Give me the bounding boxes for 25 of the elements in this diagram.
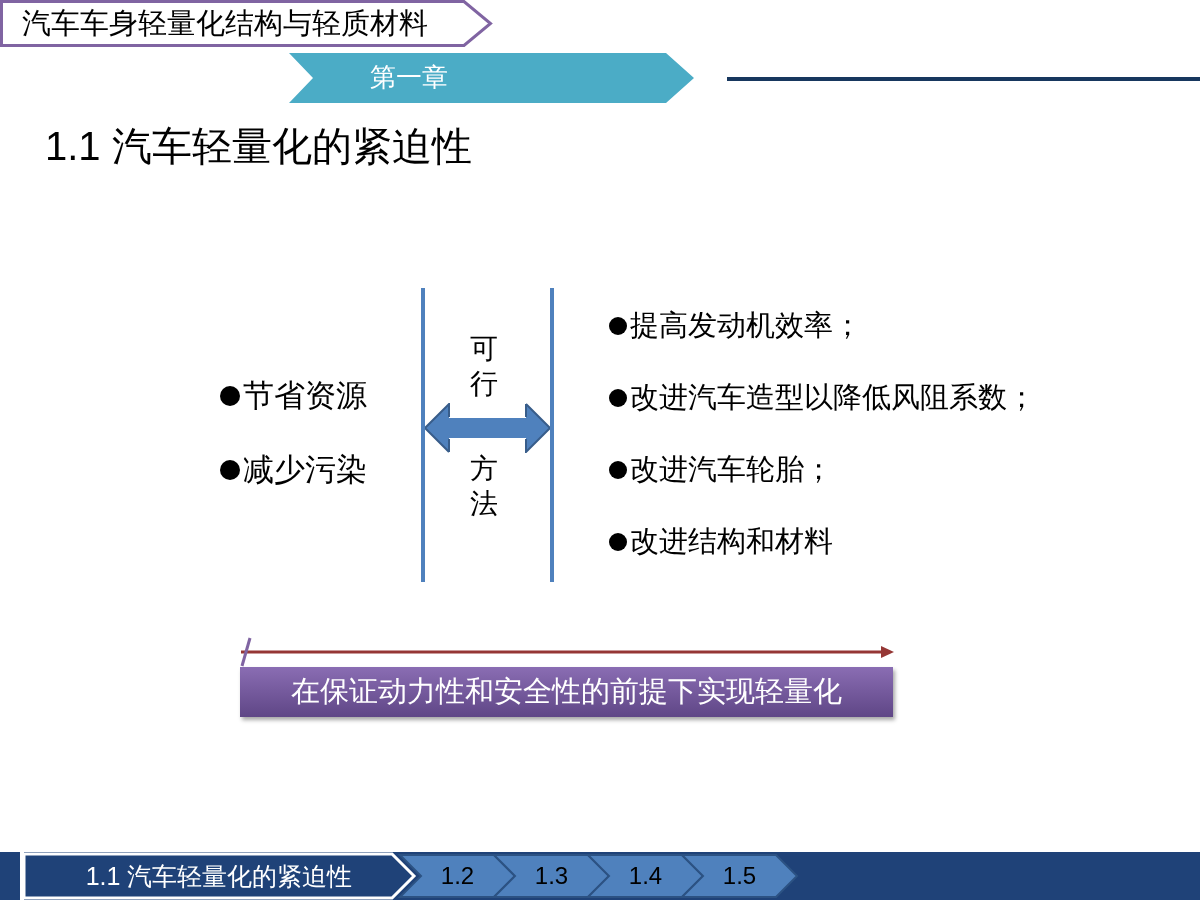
chapter-banner (289, 53, 694, 103)
list-item-text: 改进汽车轮胎； (630, 453, 833, 487)
banner-text: 汽车车身轻量化结构与轻质材料 (22, 6, 428, 41)
nav-tab (399, 854, 516, 898)
banner-text: 第一章 (370, 63, 448, 93)
nav-tab (24, 854, 414, 898)
nav-tab-text: 1.3 (534, 862, 569, 890)
title-banner (0, 0, 492, 47)
list-item-text: 节省资源 (243, 378, 367, 414)
list-item-text: 改进汽车造型以降低风阻系数； (630, 381, 1036, 415)
nav-tab-text: 1.5 (722, 862, 757, 890)
nav-tab (681, 854, 798, 898)
nav-tab-text: 1.4 (628, 862, 663, 890)
banner-text: 在保证动力性和安全性的前提下实现轻量化 (291, 675, 842, 709)
nav-tab-text: 1.1 汽车轻量化的紧迫性 (85, 861, 353, 891)
nav-tab (587, 854, 704, 898)
list-item-text: 改进结构和材料 (630, 525, 833, 559)
slide-title: 1.1 汽车轻量化的紧迫性 (45, 124, 472, 168)
vertical-caption: 可行 (470, 332, 498, 401)
list-item-text: 提高发动机效率； (630, 309, 862, 343)
nav-tab-text: 1.2 (440, 862, 475, 890)
vertical-caption: 方法 (470, 452, 498, 521)
summary-banner (240, 667, 893, 717)
list-item-text: 减少污染 (243, 452, 367, 488)
nav-tab (493, 854, 610, 898)
